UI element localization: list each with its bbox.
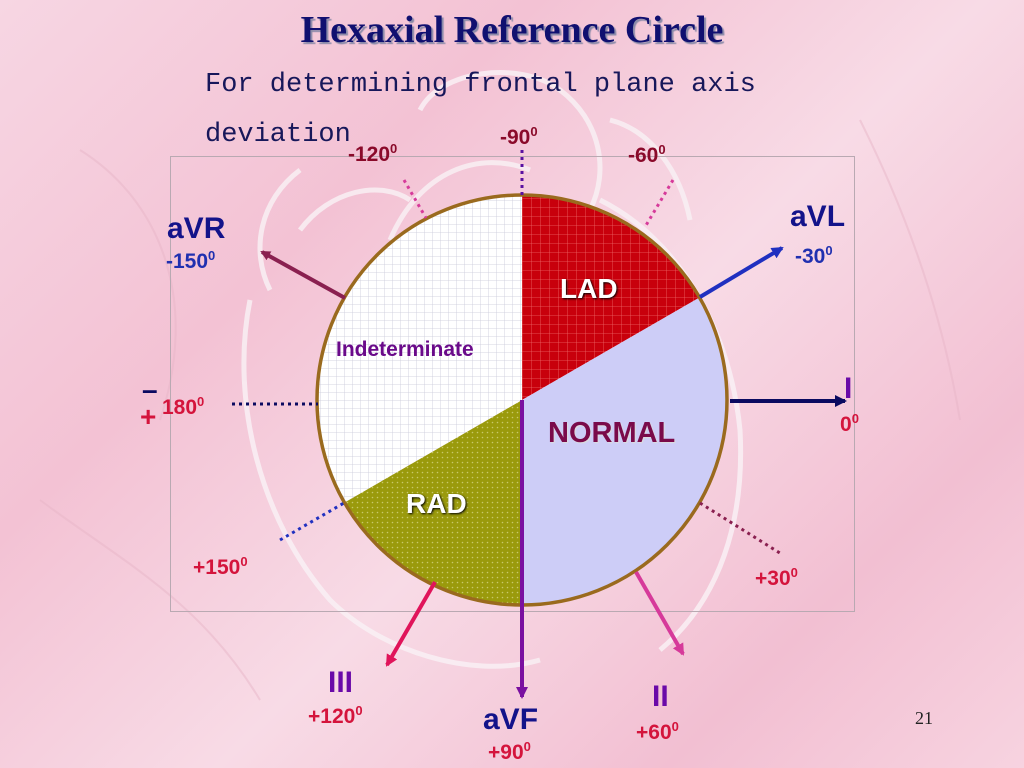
- plus180-label: 1800: [162, 394, 205, 419]
- plus30-dotted-line: [699, 501, 784, 557]
- lead-iii-arrow: [385, 580, 437, 667]
- avl-degree: -300: [795, 243, 833, 268]
- avr-arrow: [260, 250, 346, 300]
- avf-degree: +900: [488, 739, 531, 764]
- avr-degree: -1500: [166, 248, 216, 273]
- avl-lead-label: aVL: [790, 200, 846, 233]
- lead-ii-degree: +600: [636, 719, 679, 744]
- minus90-label: -900: [500, 124, 538, 149]
- plus30-label: +300: [755, 565, 798, 590]
- lead-iii-degree: +1200: [308, 703, 363, 728]
- minus60-dotted-line: [643, 179, 675, 228]
- lead-iii-label: III: [328, 666, 354, 699]
- sector-indeterminate: [317, 195, 522, 400]
- subtitle-line-2: deviation: [205, 120, 351, 150]
- minus60-label: -600: [628, 142, 666, 167]
- lad-label: LAD: [560, 273, 618, 304]
- slide-subtitle: For determining frontal plane axis devia…: [205, 60, 805, 160]
- minus-sign: –: [142, 374, 158, 405]
- avr-lead-label: aVR: [167, 212, 226, 245]
- lead-ii-label: II: [652, 680, 669, 713]
- lead-ii-arrow: [634, 571, 685, 656]
- avl-arrow: [698, 246, 784, 299]
- normal-label: NORMAL: [548, 417, 676, 449]
- diagram-frame: [170, 156, 855, 612]
- lead-i-degree: 00: [840, 411, 859, 436]
- plus150-label: +1500: [193, 554, 248, 579]
- page-number: 21: [915, 708, 933, 728]
- sector-normal: [522, 297, 727, 605]
- avf-lead-label: aVF: [483, 703, 539, 736]
- minus120-dotted-line: [402, 179, 428, 219]
- rad-label: RAD: [406, 488, 467, 519]
- sector-indeterminate-lower: [317, 400, 522, 503]
- minus120-label: -1200: [348, 141, 398, 166]
- plus-sign: +: [140, 401, 157, 432]
- lead-i-label: I: [844, 372, 853, 405]
- plus150-dotted-line: [279, 501, 345, 542]
- slide-title: Hexaxial Reference Circle: [300, 9, 724, 51]
- subtitle-line-1: For determining frontal plane axis: [205, 70, 756, 100]
- indeterminate-label: Indeterminate: [336, 338, 474, 361]
